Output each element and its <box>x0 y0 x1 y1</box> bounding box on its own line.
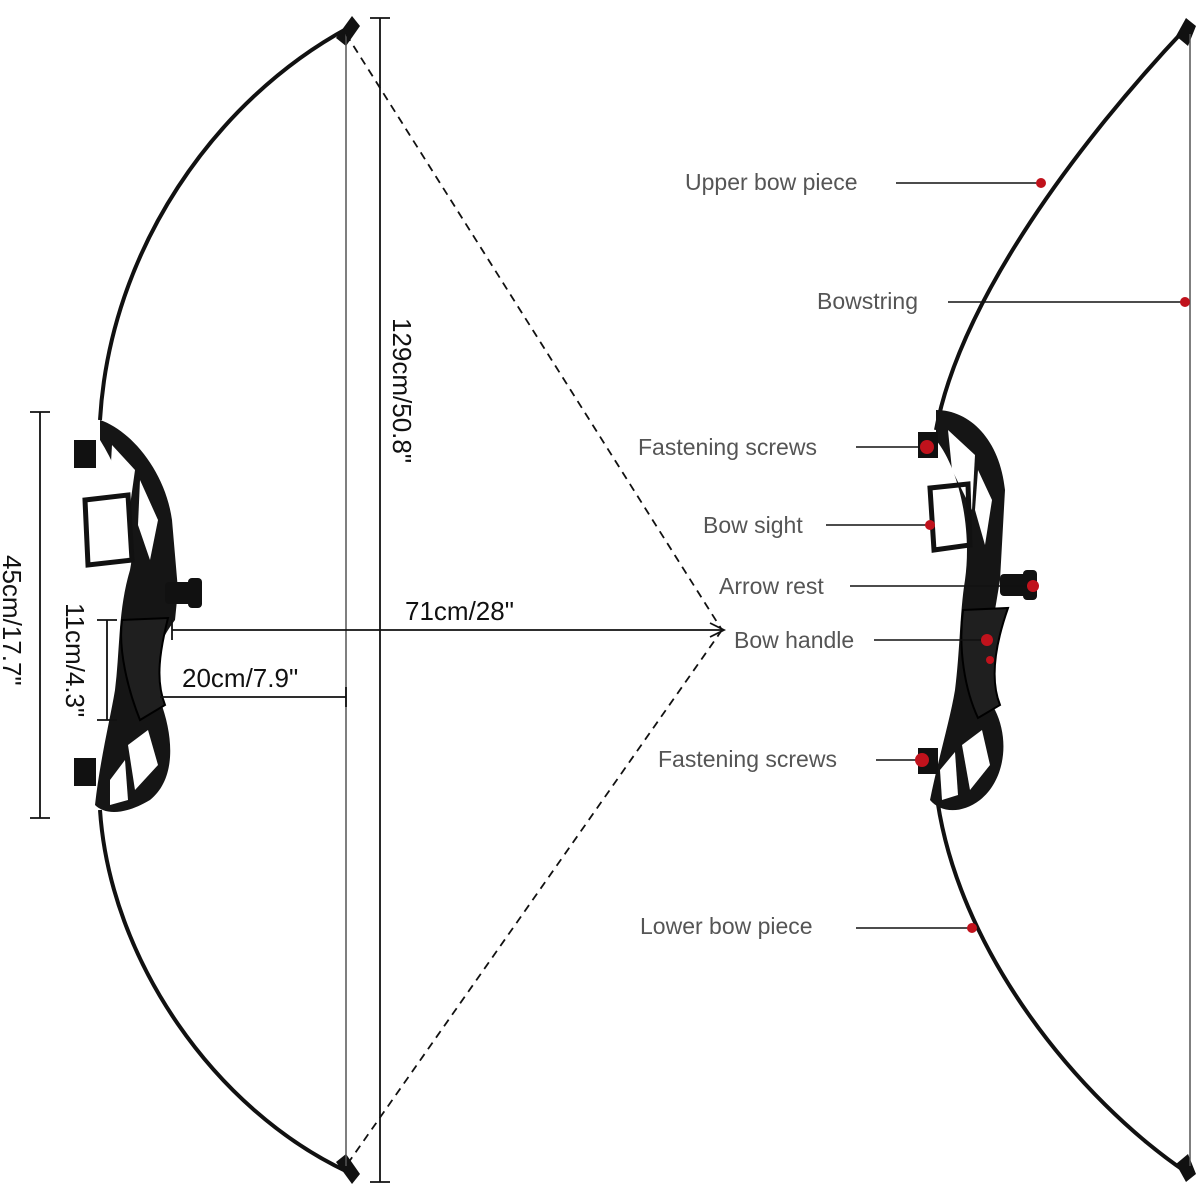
label-upper-bow-piece: Upper bow piece <box>685 169 858 195</box>
riser-length-label: 45cm/17.7" <box>0 555 27 686</box>
label-fastening-screws-top: Fastening screws <box>638 434 817 460</box>
marker-bow-handle <box>981 634 993 646</box>
grip-length-label: 11cm/4.3" <box>60 603 90 717</box>
part-markers <box>915 178 1190 933</box>
right-upper-tip <box>1176 18 1196 46</box>
draw-length-label: 71cm/28" <box>405 596 514 626</box>
draw-dashed-lower <box>345 629 723 1167</box>
left-upper-limb <box>98 26 349 421</box>
right-lower-tip <box>1176 1154 1196 1182</box>
label-bow-sight: Bow sight <box>703 512 803 538</box>
right-riser <box>918 410 1037 811</box>
leader-lines <box>826 182 1186 929</box>
marker-lower-bow-piece <box>967 923 977 933</box>
dimension-lines <box>30 17 727 1183</box>
left-bow <box>74 16 360 1184</box>
right-bow <box>918 18 1196 1182</box>
brace-height-label: 20cm/7.9" <box>182 663 298 693</box>
marker-fastening-screws-top <box>920 440 934 454</box>
overall-length-label: 129cm/50.8" <box>387 318 417 463</box>
left-lower-limb <box>98 809 349 1174</box>
label-arrow-rest: Arrow rest <box>719 573 824 599</box>
marker-bowstring <box>1180 297 1190 307</box>
right-upper-limb <box>934 26 1188 431</box>
marker-bow-handle-2 <box>986 656 994 664</box>
label-fastening-screws-bottom: Fastening screws <box>658 746 837 772</box>
left-lower-tip <box>336 1154 360 1184</box>
label-bowstring: Bowstring <box>817 288 918 314</box>
left-upper-tip <box>336 16 360 46</box>
marker-fastening-screws-bottom <box>915 753 929 767</box>
left-riser <box>74 420 202 812</box>
marker-bow-sight <box>925 520 935 530</box>
marker-upper-bow-piece <box>1036 178 1046 188</box>
label-bow-handle: Bow handle <box>734 627 854 653</box>
draw-dashed-upper <box>345 33 723 631</box>
label-lower-bow-piece: Lower bow piece <box>640 913 813 939</box>
right-lower-limb <box>934 789 1188 1174</box>
marker-arrow-rest <box>1027 580 1039 592</box>
